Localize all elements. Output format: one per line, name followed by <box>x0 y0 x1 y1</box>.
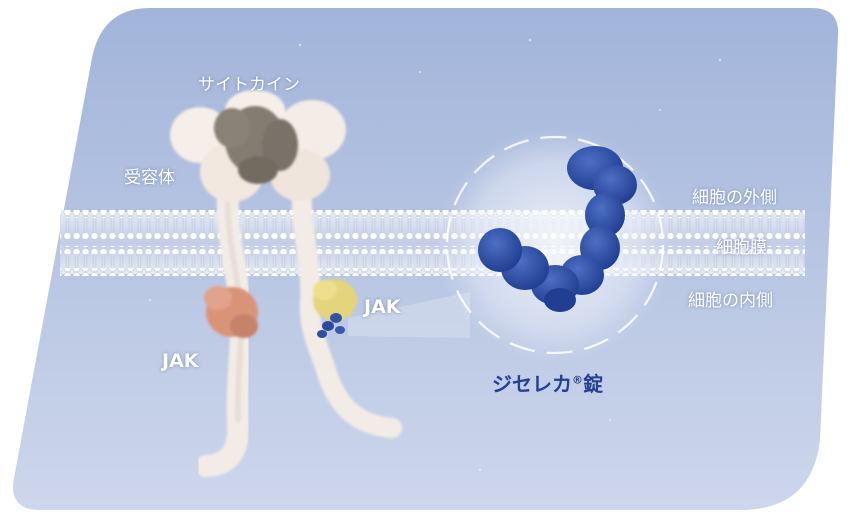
jak-left-label: JAK <box>162 350 199 372</box>
outside-cell-label: 細胞の外側 <box>692 183 777 208</box>
registered-mark: ® <box>572 373 583 386</box>
jak-right-label: JAK <box>364 296 401 318</box>
cytokine-label: サイトカイン <box>198 70 300 95</box>
inside-cell-label: 細胞の内側 <box>688 286 773 311</box>
drug-name: ジセレカ <box>492 372 572 396</box>
cell-membrane <box>60 210 805 276</box>
drug-suffix: 錠 <box>583 372 603 396</box>
drug-name-label: ジセレカ®錠 <box>492 368 603 397</box>
drug-glow <box>437 127 673 363</box>
receptor-label: 受容体 <box>124 163 175 188</box>
membrane-label: 細胞膜 <box>716 233 767 258</box>
